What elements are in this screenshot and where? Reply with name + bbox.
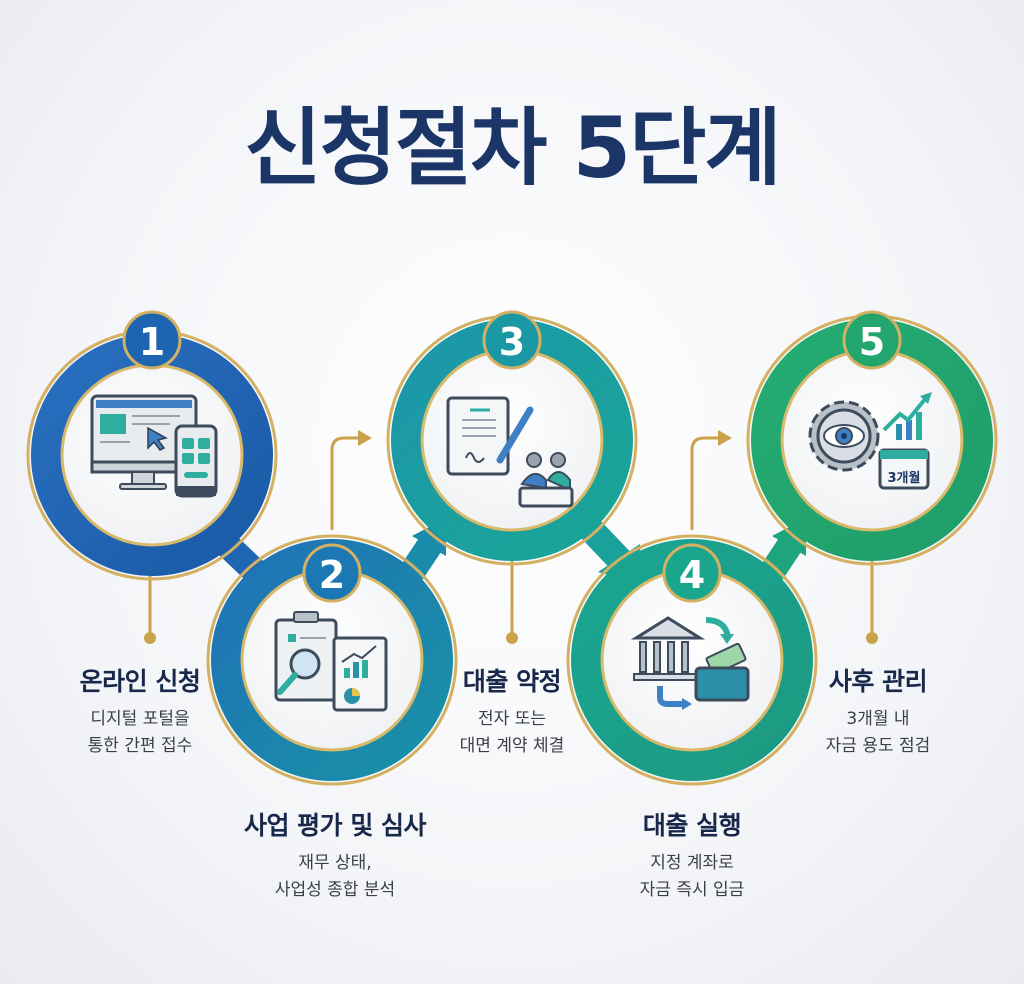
step-5-circle: 3개월 5 bbox=[746, 310, 998, 566]
step-4-number: 4 bbox=[679, 553, 705, 597]
step-4-title: 대출 실행 bbox=[642, 811, 742, 840]
step-3-circle: 3 bbox=[386, 310, 638, 566]
step-2-circle: 2 bbox=[206, 534, 458, 786]
step-3-number: 3 bbox=[499, 320, 525, 364]
step-1-circle: 1 bbox=[26, 310, 278, 581]
step-1-desc-line2: 통한 간편 접수 bbox=[87, 736, 193, 756]
step-4-circle: 4 bbox=[566, 534, 818, 786]
step-1-number: 1 bbox=[139, 320, 165, 364]
gear-eye-chart-calendar-icon bbox=[808, 392, 932, 490]
step-4-desc-line1: 지정 계좌로 bbox=[650, 853, 734, 873]
computer-mobile-icon bbox=[90, 394, 218, 498]
clipboard-magnifier-report-icon bbox=[274, 611, 388, 712]
step-4-desc-line2: 자금 즉시 입금 bbox=[639, 880, 745, 900]
calendar-label: 3개월 bbox=[888, 470, 921, 486]
step-1-desc-line1: 디지털 포털을 bbox=[90, 709, 190, 729]
bank-wallet-transfer-icon bbox=[630, 616, 750, 710]
gold-pin-3 bbox=[506, 548, 518, 644]
step-5-title: 사후 관리 bbox=[828, 667, 928, 696]
step-5-number: 5 bbox=[859, 320, 885, 364]
step-2-desc-line2: 사업성 종합 분석 bbox=[274, 880, 396, 900]
gold-bracket-arrow-4 bbox=[690, 430, 732, 530]
contract-handshake-icon bbox=[446, 396, 574, 508]
step-5-desc-line1: 3개월 내 bbox=[846, 709, 910, 729]
step-3-desc-line2: 대면 계약 체결 bbox=[459, 736, 565, 756]
step-2-number: 2 bbox=[319, 553, 345, 597]
gold-bracket-arrow-2 bbox=[330, 430, 372, 530]
step-5-desc-line2: 자금 용도 점검 bbox=[825, 736, 931, 756]
step-2-label: 사업 평가 및 심사 재무 상태, 사업성 종합 분석 bbox=[205, 810, 465, 904]
page-title: 신청절차 5단계 bbox=[244, 99, 781, 197]
gold-pin-5 bbox=[866, 548, 878, 644]
step-3-desc-line1: 전자 또는 bbox=[478, 709, 546, 729]
step-2-desc-line1: 재무 상태, bbox=[298, 853, 372, 873]
step-3-title: 대출 약정 bbox=[462, 667, 562, 696]
step-2-title: 사업 평가 및 심사 bbox=[243, 811, 427, 840]
step-1-title: 온라인 신청 bbox=[79, 667, 201, 696]
